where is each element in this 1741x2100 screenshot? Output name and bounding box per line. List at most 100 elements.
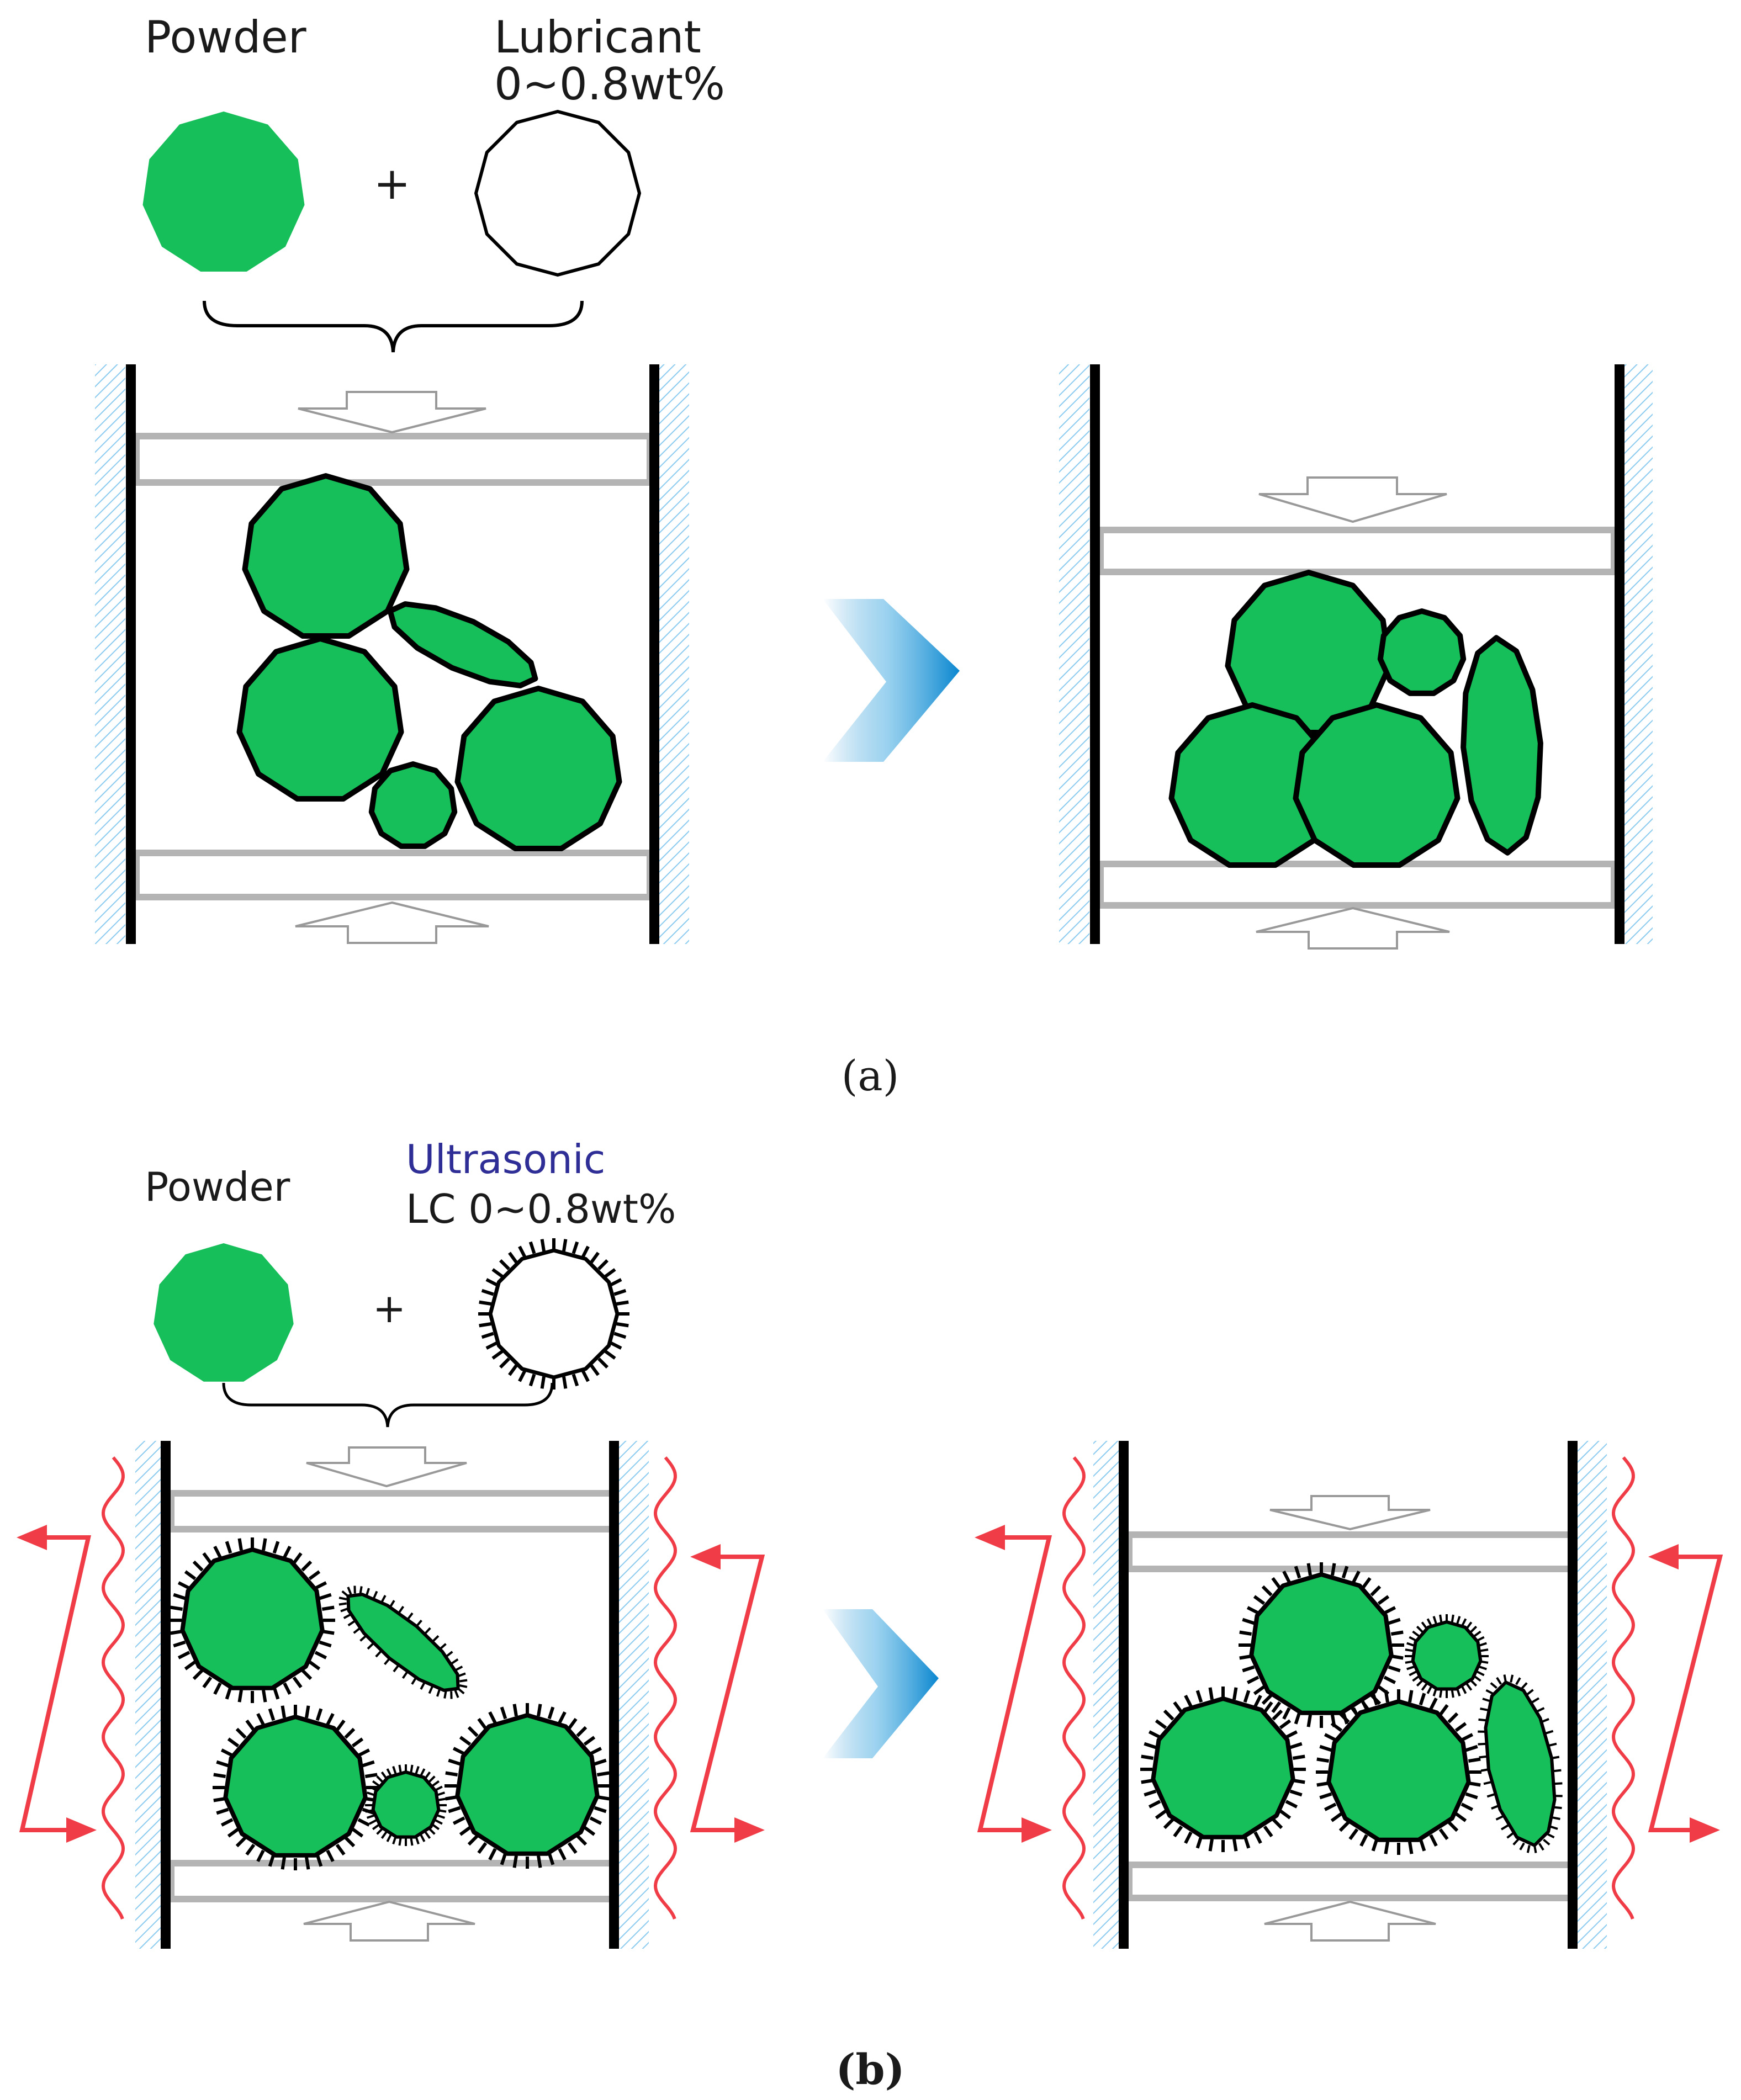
ultrasonic-vibration-right: [1611, 1456, 1723, 1919]
ultrasonic-vibration-left: [17, 1456, 125, 1919]
lubricant-label: Lubricant: [494, 12, 701, 63]
coated-powder-particle: [444, 1703, 610, 1869]
lc-amount-label: LC 0~0.8wt%: [406, 1186, 676, 1232]
process-arrow-icon: [823, 1609, 939, 1758]
ultrasonic-label: Ultrasonic: [406, 1136, 605, 1182]
coated-powder-particle: [365, 1764, 447, 1846]
particle-shape: [368, 761, 458, 849]
lubricant-particle-icon: [474, 110, 641, 277]
coated-powder-particle: [1239, 1562, 1404, 1728]
die-before-ultrasonic: [135, 1441, 649, 1949]
particle-shape: [346, 1593, 460, 1692]
particle-shape: [387, 601, 538, 688]
powder-label: Powder: [145, 1164, 290, 1210]
particle-shape: [242, 473, 410, 639]
flake-particle: [1460, 635, 1543, 856]
coated-powder-particle: [1316, 1689, 1481, 1855]
die-wall-hatch-left: [95, 364, 125, 944]
process-arrow-icon: [823, 599, 960, 762]
particle-shape: [1293, 702, 1460, 868]
lubricant-coating-bristles: [1405, 1614, 1489, 1698]
particle-shape: [142, 112, 305, 272]
lubricant-coating-bristles: [170, 1537, 335, 1703]
zigzag-arrow-icon: [690, 1555, 765, 1832]
die-wall-hatch-right: [1622, 364, 1653, 944]
arrowhead-icon: [975, 1525, 1005, 1550]
die-wall-hatch-left: [1093, 1441, 1124, 1949]
upper-punch: [168, 1490, 616, 1532]
powder-particle: [368, 761, 458, 849]
particle-shape: [1460, 635, 1543, 856]
coated-flake-particle: [338, 1585, 468, 1699]
press-up-arrow-icon: [303, 1900, 475, 1942]
press-down-arrow-icon: [306, 1446, 467, 1488]
lubricant-coating-bristles: [478, 1238, 629, 1390]
ultrasonic-vibration-right: [653, 1456, 765, 1919]
zigzag-arrow-icon: [19, 1535, 92, 1832]
lower-punch: [1126, 1862, 1574, 1901]
lubricant-amount-label: 0~0.8wt%: [494, 59, 725, 110]
powder-particle: [1377, 608, 1467, 696]
particle-shape: [1326, 1699, 1471, 1842]
die-wall-hatch-right: [1576, 1441, 1607, 1949]
press-up-arrow-icon: [295, 901, 489, 944]
coated-powder-particle: [1140, 1687, 1306, 1852]
zigzag-arrow-icon: [977, 1535, 1052, 1832]
press-down-arrow-icon: [1258, 476, 1447, 523]
coated-powder-particle: [213, 1705, 378, 1870]
arrowhead-icon: [734, 1817, 765, 1843]
grouping-brace: [203, 300, 584, 353]
particle-shape: [154, 1243, 294, 1382]
upper-punch: [1097, 527, 1617, 575]
lubricant-coating-bristles: [365, 1764, 447, 1846]
coated-powder-particle: [170, 1537, 335, 1703]
lubricant-coating-bristles: [1140, 1687, 1306, 1852]
press-up-arrow-icon: [1264, 1900, 1436, 1942]
particle-shape: [1411, 1620, 1483, 1691]
coated-lubricant-particle-icon: [478, 1238, 629, 1390]
lubricant-coating-bristles: [1316, 1689, 1481, 1855]
powder-particle: [454, 686, 622, 851]
lubricant-coating-bristles: [1478, 1674, 1563, 1853]
die-wall-hatch-left: [135, 1441, 166, 1949]
arrowhead-icon: [66, 1817, 97, 1843]
arrowhead-icon: [1690, 1817, 1720, 1843]
panel-b-caption: (b): [835, 2045, 904, 2094]
press-down-arrow-icon: [1269, 1495, 1431, 1531]
particle-shape: [488, 1248, 620, 1380]
lower-punch: [1097, 861, 1617, 909]
lubricant-coating-bristles: [338, 1585, 468, 1699]
zigzag-arrow-icon: [1648, 1555, 1723, 1832]
die-wall-hatch-right: [659, 364, 689, 944]
die-wall-hatch-right: [618, 1441, 649, 1949]
powder-particle-icon: [142, 112, 305, 272]
particle-shape: [455, 1713, 600, 1856]
particle-shape: [1377, 608, 1467, 696]
particle-shape: [223, 1715, 368, 1858]
powder-particle: [236, 636, 404, 802]
particle-shape: [1151, 1696, 1295, 1839]
particle-shape: [1249, 1572, 1394, 1715]
powder-label: Powder: [145, 12, 306, 63]
panel-a-caption: (a): [842, 1051, 899, 1100]
powder-particle: [242, 473, 410, 639]
wavy-line-icon: [1611, 1456, 1636, 1919]
press-up-arrow-icon: [1256, 906, 1450, 950]
die-after-ultrasonic: [1093, 1441, 1607, 1949]
powder-particle: [1293, 702, 1460, 868]
wavy-line-icon: [101, 1456, 125, 1919]
particle-shape: [1484, 1680, 1557, 1847]
die-before: [95, 364, 689, 944]
particle-shape: [180, 1547, 325, 1690]
flake-particle: [387, 601, 538, 688]
particle-shape: [454, 686, 622, 851]
lubricant-coating-bristles: [444, 1703, 610, 1869]
coated-flake-particle: [1478, 1674, 1563, 1853]
wavy-line-icon: [1062, 1456, 1086, 1919]
lower-punch: [133, 850, 653, 900]
arrowhead-icon: [1022, 1817, 1052, 1843]
panel-a: Powder Lubricant 0~0.8wt% +: [95, 12, 1653, 1100]
panel-b: Powder Ultrasonic LC 0~0.8wt% +: [17, 1136, 1723, 2094]
upper-punch: [1126, 1531, 1574, 1572]
